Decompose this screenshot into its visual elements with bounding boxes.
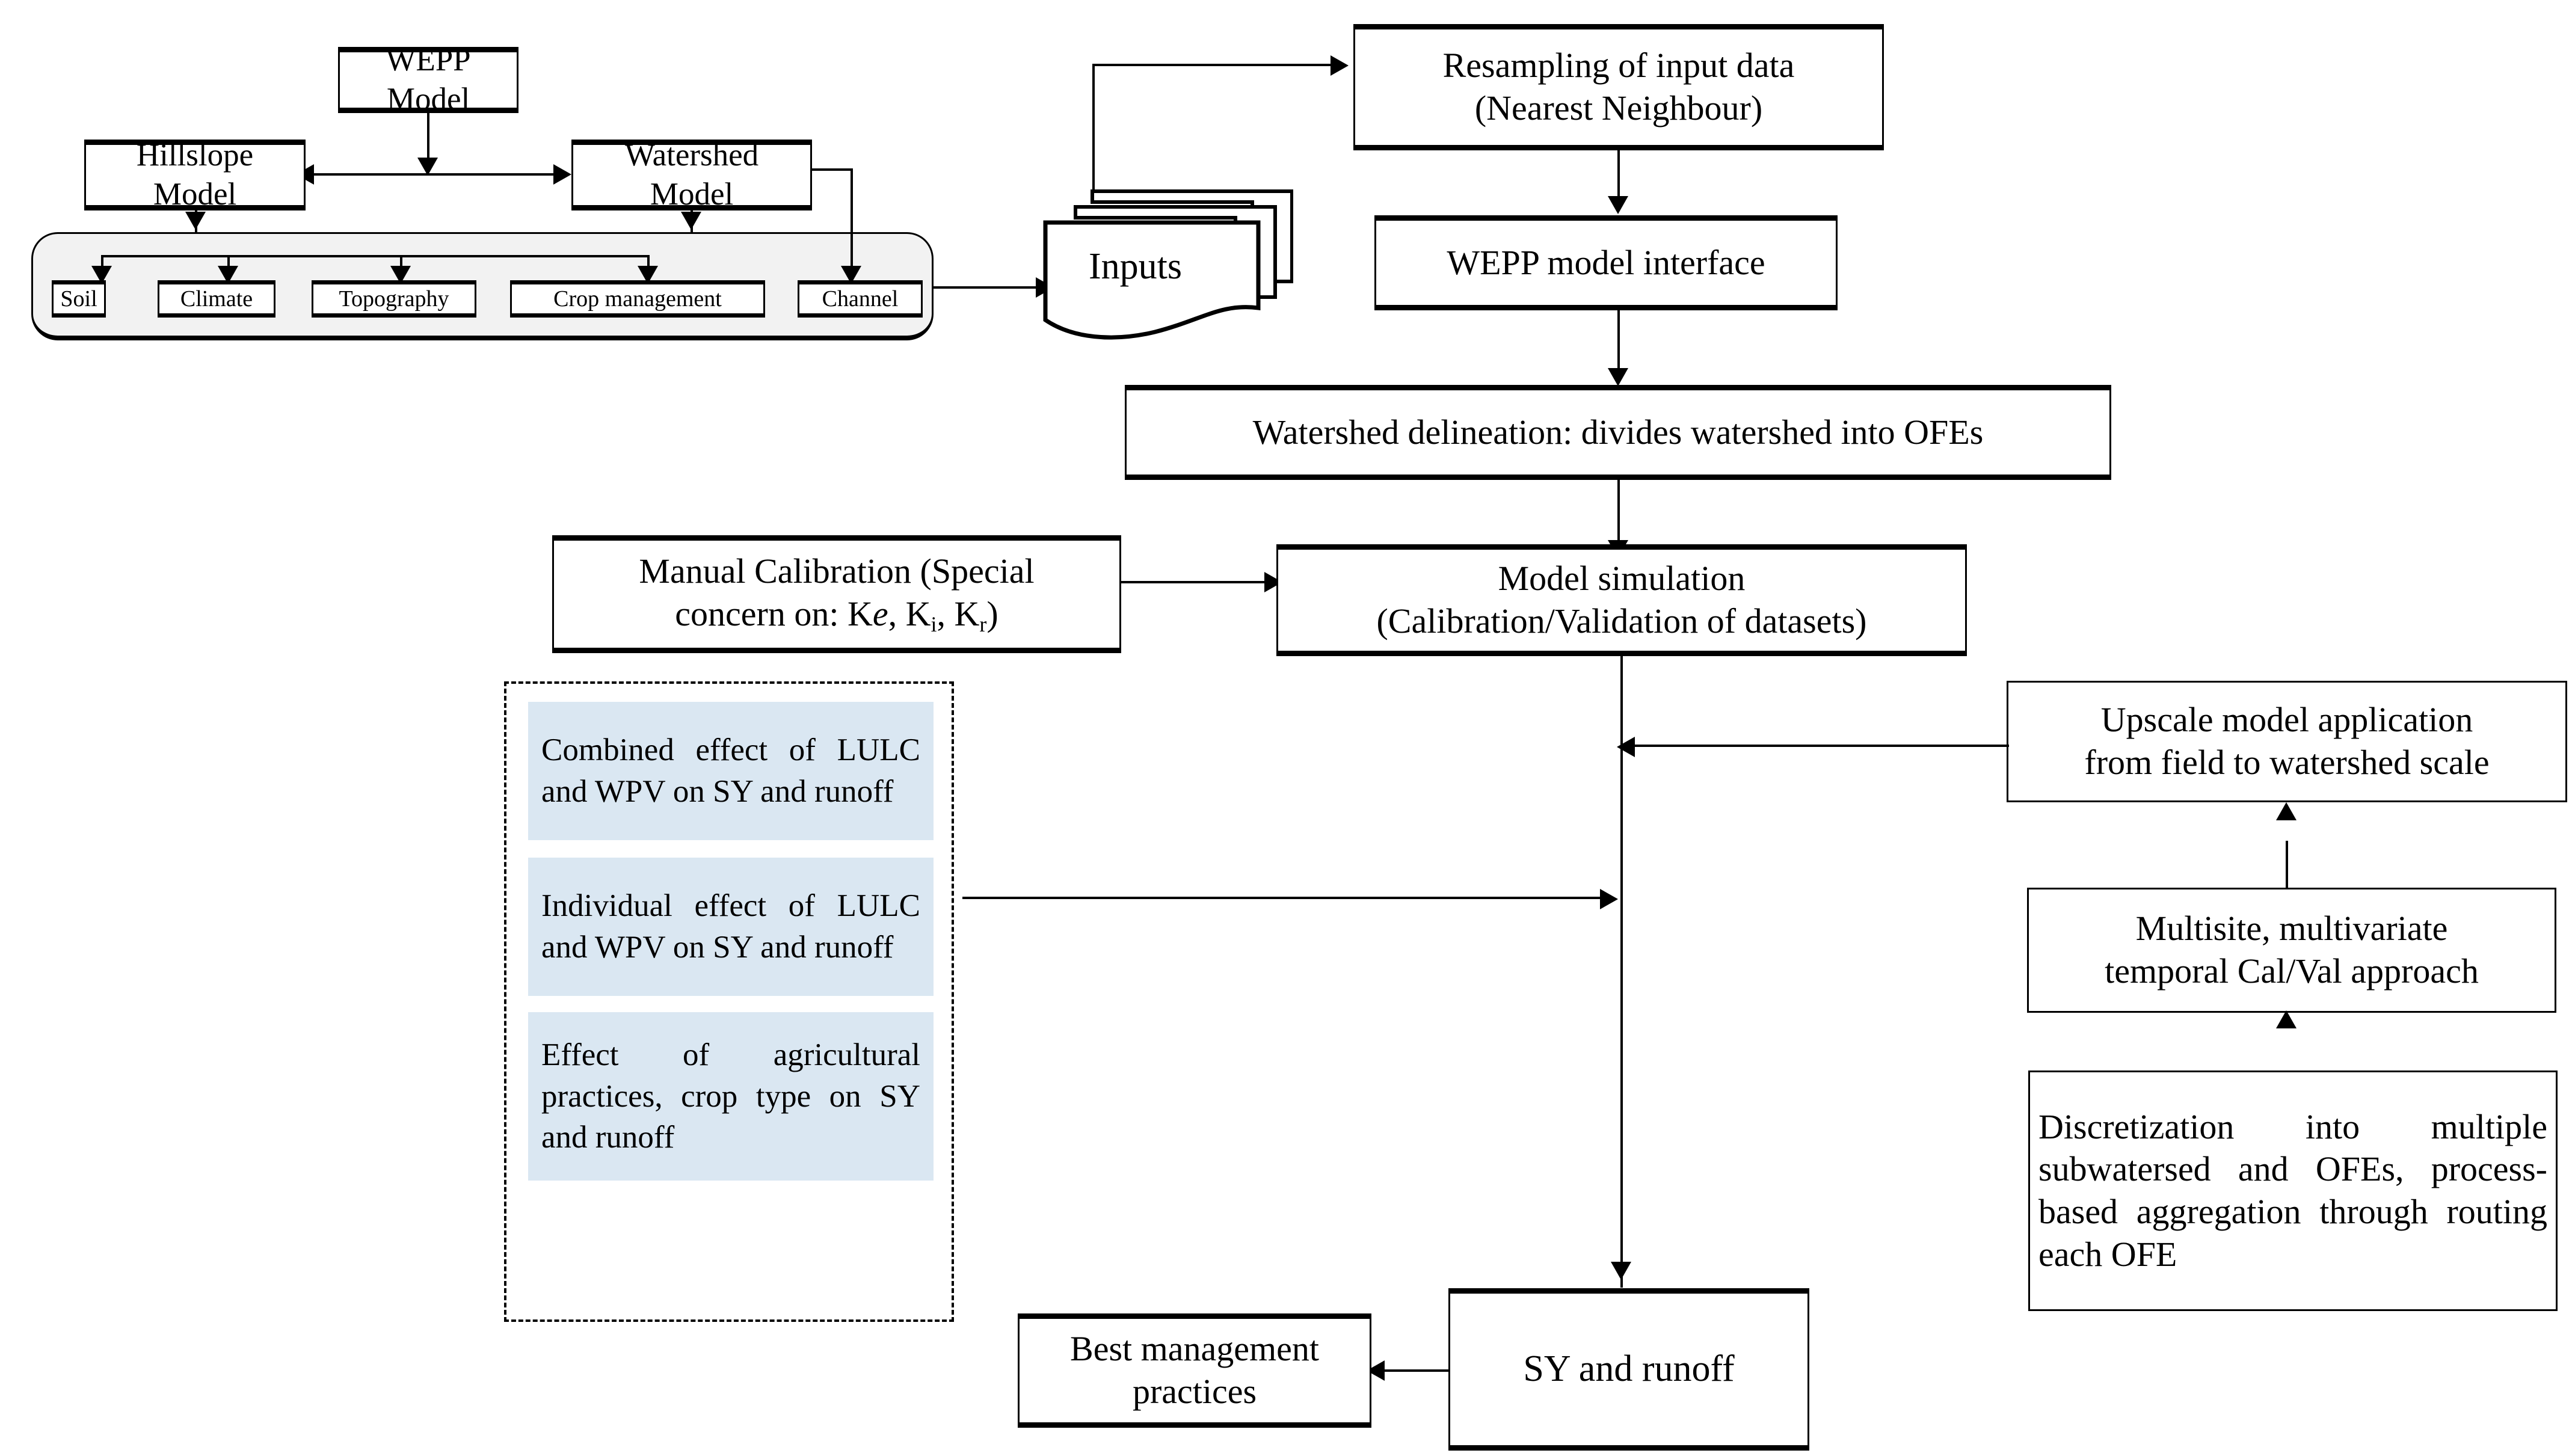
connector-interface-to-delineation xyxy=(1617,310,1620,374)
connector-watershed-to-channel-v xyxy=(851,168,853,277)
node-watershed-model-label: Watershed Model xyxy=(624,138,759,212)
node-manual-calibration-label: Manual Calibration (Special concern on: … xyxy=(639,551,1035,636)
node-wepp-interface-label: WEPP model interface xyxy=(1447,242,1765,282)
connector-calibration-to-simulation xyxy=(1121,581,1272,583)
node-watershed-delineation-label: Watershed delineation: divides watershed… xyxy=(1252,412,1984,452)
arrowhead-discretization-to-multisite xyxy=(2276,1010,2297,1028)
connector-inputs-up xyxy=(1092,64,1095,192)
token-soil[interactable]: Soil xyxy=(52,280,106,318)
connector-wepp-down xyxy=(427,113,429,162)
node-hillslope-model-label: Hillslope Model xyxy=(136,138,254,212)
connector-token-distribution-bar xyxy=(101,255,647,257)
arrowhead-watershed-down xyxy=(681,212,701,230)
node-multisite-calval[interactable]: Multisite, multivariate temporal Cal/Val… xyxy=(2027,888,2556,1013)
connector-hillslope-watershed xyxy=(313,173,553,176)
node-wepp-model[interactable]: WEPP Model xyxy=(338,43,518,117)
node-sy-and-runoff[interactable]: SY and runoff xyxy=(1448,1288,1809,1451)
connector-inputs-to-resampling xyxy=(1092,64,1335,66)
arrowhead-interface-to-delineation xyxy=(1608,368,1628,386)
token-crop-management[interactable]: Crop management xyxy=(510,280,765,318)
scenario-group xyxy=(504,681,954,1322)
scenario-individual-effect-label: Individual effect of LULC and WPV on SY … xyxy=(541,888,920,965)
connector-resampling-to-interface xyxy=(1617,150,1620,200)
connector-upscale-to-spine xyxy=(1634,745,2009,747)
scenario-combined-effect[interactable]: Combined effect of LULC and WPV on SY an… xyxy=(528,702,934,840)
token-climate-label: Climate xyxy=(180,286,253,312)
inputs-document-shape xyxy=(1043,189,1293,340)
node-model-simulation-label: Model simulation (Calibration/Validation… xyxy=(1376,559,1867,640)
node-watershed-model[interactable]: Watershed Model xyxy=(571,138,812,212)
connector-delineation-to-simulation xyxy=(1617,480,1620,547)
scenario-agricultural-practices[interactable]: Effect of agricultural practices, crop t… xyxy=(528,1012,934,1181)
arrowhead-hillslope-down xyxy=(185,212,206,230)
node-watershed-delineation[interactable]: Watershed delineation: divides watershed… xyxy=(1125,385,2111,480)
node-wepp-model-label: WEPP Model xyxy=(386,43,471,117)
scenario-combined-effect-label: Combined effect of LULC and WPV on SY an… xyxy=(541,733,920,809)
connector-sy-to-bmp xyxy=(1383,1369,1450,1372)
node-inputs-label: Inputs xyxy=(1089,246,1182,287)
node-best-management-practices-label: Best management practices xyxy=(1070,1329,1319,1411)
node-hillslope-model[interactable]: Hillslope Model xyxy=(84,138,306,212)
node-discretization[interactable]: Discretization into multiple subwatersed… xyxy=(2028,1070,2558,1311)
token-channel-label: Channel xyxy=(822,286,899,312)
connector-scenarios-to-spine xyxy=(962,897,1606,899)
token-channel[interactable]: Channel xyxy=(798,280,923,318)
node-upscale-model[interactable]: Upscale model application from field to … xyxy=(2007,681,2567,802)
node-resampling[interactable]: Resampling of input data (Nearest Neighb… xyxy=(1353,24,1884,150)
scenario-agricultural-practices-label: Effect of agricultural practices, crop t… xyxy=(541,1037,920,1155)
arrowhead-upscale-to-spine xyxy=(1617,737,1635,757)
node-sy-and-runoff-label: SY and runoff xyxy=(1523,1348,1735,1390)
node-model-simulation[interactable]: Model simulation (Calibration/Validation… xyxy=(1276,544,1967,656)
arrowhead-scenarios-to-spine xyxy=(1600,889,1618,909)
node-resampling-label: Resampling of input data (Nearest Neighb… xyxy=(1442,46,1795,127)
connector-multisite-to-upscale xyxy=(2286,841,2288,907)
node-upscale-model-label: Upscale model application from field to … xyxy=(2084,700,2490,782)
node-inputs-document[interactable]: Inputs xyxy=(1041,178,1293,346)
connector-simulation-spine xyxy=(1620,656,1623,1288)
token-soil-label: Soil xyxy=(60,286,97,312)
arrowhead-resampling-to-interface xyxy=(1608,196,1628,214)
connector-panel-to-inputs xyxy=(934,286,1042,289)
token-topography[interactable]: Topography xyxy=(312,280,476,318)
arrowhead-spine-to-sy-runoff xyxy=(1611,1262,1631,1280)
token-climate[interactable]: Climate xyxy=(158,280,275,318)
node-manual-calibration[interactable]: Manual Calibration (Special concern on: … xyxy=(552,535,1121,653)
node-discretization-label: Discretization into multiple subwatersed… xyxy=(2038,1107,2547,1274)
token-topography-label: Topography xyxy=(339,286,449,312)
arrowhead-to-watershed xyxy=(553,164,571,185)
connector-watershed-to-channel-h xyxy=(812,168,853,171)
token-crop-management-label: Crop management xyxy=(553,286,722,312)
node-multisite-calval-label: Multisite, multivariate temporal Cal/Val… xyxy=(2105,909,2479,991)
scenario-individual-effect[interactable]: Individual effect of LULC and WPV on SY … xyxy=(528,858,934,996)
arrowhead-wepp-down xyxy=(417,158,438,176)
arrowhead-inputs-to-resampling xyxy=(1331,55,1349,76)
node-wepp-interface[interactable]: WEPP model interface xyxy=(1374,215,1838,310)
arrowhead-multisite-to-upscale xyxy=(2276,802,2297,820)
node-best-management-practices[interactable]: Best management practices xyxy=(1018,1313,1371,1428)
